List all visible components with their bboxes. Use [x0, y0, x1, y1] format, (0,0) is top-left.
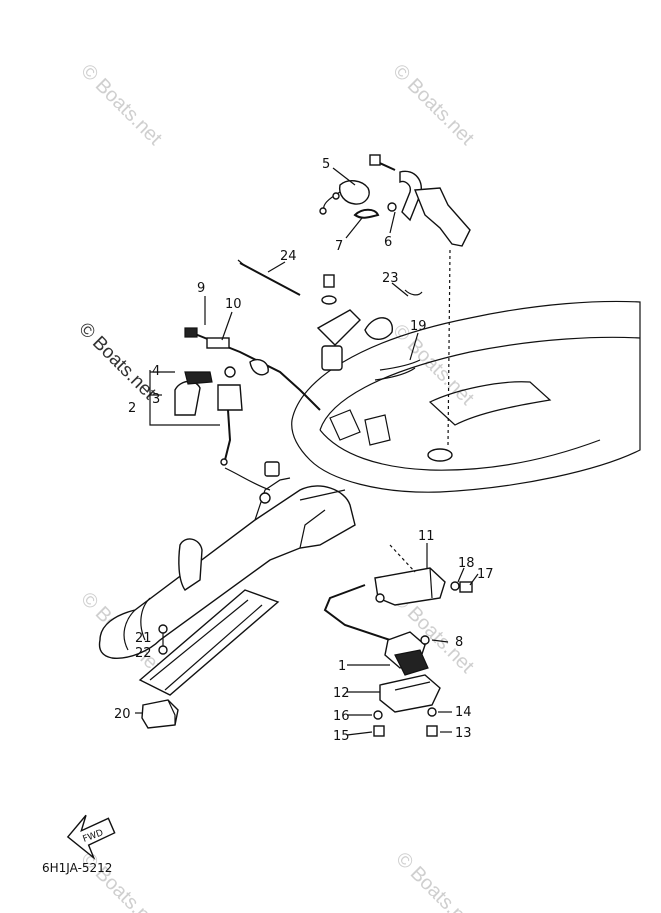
callout-21: 21	[135, 631, 152, 646]
watermark-mid-left: © Boats.net	[74, 319, 160, 405]
callout-20: 20	[114, 707, 131, 722]
shift-rod-assembly	[323, 544, 473, 641]
neutral-switch-assembly	[373, 631, 441, 737]
callout-12: 12	[333, 686, 350, 701]
callout-13: 13	[455, 726, 472, 741]
fwd-arrow: FWD	[66, 814, 116, 860]
throttle-bracket-assembly	[319, 154, 471, 446]
watermark-bottom-right: © Boats.net	[391, 848, 481, 913]
callout-15: 15	[333, 729, 350, 744]
leader-lines	[135, 167, 479, 736]
grip-part	[141, 699, 179, 729]
callout-5: 5	[322, 157, 330, 172]
callout-10: 10	[225, 297, 242, 312]
callout-labels: 1 2 3 4 5 6 7 8 9 10 11 12 13 14 15 16 1…	[114, 157, 494, 744]
callout-14: 14	[455, 705, 472, 720]
tiller-base-plate	[138, 589, 280, 696]
callout-23: 23	[382, 271, 399, 286]
callout-24: 24	[280, 249, 297, 264]
tiller-handle	[98, 461, 356, 659]
callout-4: 4	[152, 364, 160, 379]
callout-11: 11	[418, 529, 435, 544]
callout-22: 22	[135, 646, 152, 661]
callout-1: 1	[338, 659, 346, 674]
watermark-bottom-left: © Boats.net	[76, 848, 166, 913]
callout-17: 17	[477, 567, 494, 582]
watermark-top-left: © Boats.net	[76, 60, 166, 150]
callout-6: 6	[384, 235, 392, 250]
drawing-code: 6H1JA-5212	[42, 861, 112, 875]
bottom-cowling	[291, 300, 641, 493]
callout-16: 16	[333, 709, 350, 724]
wire-tie	[237, 259, 301, 296]
stop-switch-assembly	[149, 366, 271, 491]
callout-8: 8	[455, 635, 463, 650]
callout-18: 18	[458, 556, 475, 571]
callout-19: 19	[410, 319, 427, 334]
watermark-mid-right: © Boats.net	[388, 320, 478, 410]
callout-3: 3	[152, 392, 160, 407]
callout-2: 2	[128, 401, 136, 416]
throttle-cable-assembly	[184, 274, 423, 411]
callout-9: 9	[197, 281, 205, 296]
callout-7: 7	[335, 239, 343, 254]
watermark-top-right: © Boats.net	[388, 60, 478, 150]
